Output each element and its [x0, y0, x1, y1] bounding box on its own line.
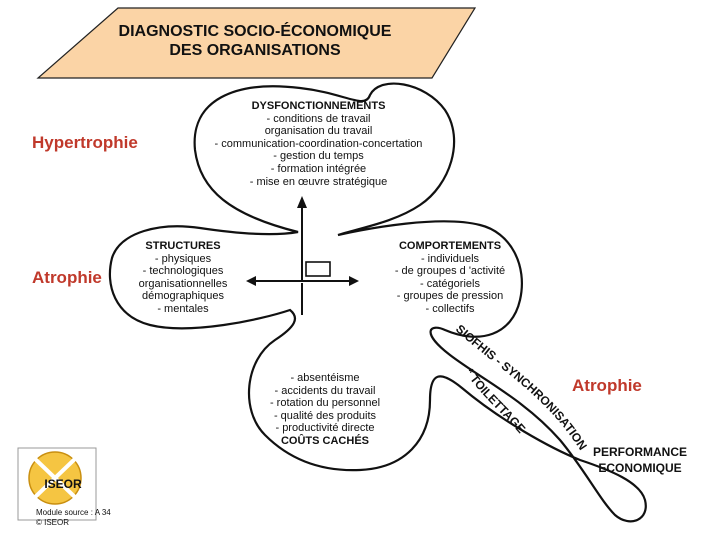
performance-line-2: ECONOMIQUE [598, 461, 682, 475]
iseor-logo-text: ISEOR [44, 477, 82, 491]
title-line-1: DIAGNOSTIC SOCIO-ÉCONOMIQUE [118, 23, 392, 40]
label-hypertrophie: Hypertrophie [32, 133, 138, 152]
couts-caches-block: - absentéisme - accidents du travail - r… [255, 372, 395, 448]
couts-item: - qualité des produits [273, 409, 377, 422]
dys-item: - communication-coordination-concertatio… [214, 137, 423, 150]
copyright: © ISEOR [36, 518, 70, 527]
module-source: Module source : A 34 [36, 508, 111, 517]
structures-block: STRUCTURES - physiques - technologiques … [118, 240, 248, 316]
couts-item: - productivité directe [275, 422, 375, 435]
couts-item: - accidents du travail [274, 384, 376, 397]
arrow-up-head [297, 196, 307, 208]
structures-item: - physiques [154, 252, 212, 265]
performance-label: PERFORMANCE ECONOMIQUE [580, 444, 700, 476]
couts-item: - absentéisme [290, 372, 360, 384]
comportements-item: - individuels [420, 252, 480, 265]
dys-item: - conditions de travail [266, 112, 371, 125]
structures-item: organisationnelles [138, 277, 228, 290]
structures-item: - mentales [157, 302, 209, 315]
page-title: DIAGNOSTIC SOCIO-ÉCONOMIQUE DES ORGANISA… [40, 22, 470, 60]
comportements-item: - de groupes d 'activité [394, 265, 506, 278]
comportements-heading: COMPORTEMENTS [398, 240, 502, 252]
dys-item: - gestion du temps [273, 150, 364, 163]
arrow-left-head [246, 276, 256, 286]
couts-caches-heading: COÛTS CACHÉS [280, 434, 369, 447]
flower-outline [108, 82, 647, 523]
comportements-item: - collectifs [425, 302, 475, 315]
label-atrophie-right: Atrophie [572, 376, 642, 395]
comportements-item: - catégoriels [420, 277, 480, 290]
arrow-right-head [349, 276, 359, 286]
title-line-2: DES ORGANISATIONS [169, 42, 341, 59]
structures-heading: STRUCTURES [145, 240, 221, 252]
logo-stroke-2 [30, 454, 80, 502]
center-node [305, 261, 331, 277]
label-atrophie-left: Atrophie [32, 268, 102, 287]
footer-credits: Module source : A 34 © ISEOR [36, 508, 111, 528]
dys-item: - formation intégrée [270, 162, 367, 175]
dys-item: organisation du travail [264, 125, 373, 138]
dysfonctionnements-block: DYSFONCTIONNEMENTS - conditions de trava… [196, 100, 441, 188]
comportements-item: - groupes de pression [396, 290, 504, 303]
comportements-block: COMPORTEMENTS - individuels - de groupes… [380, 240, 520, 316]
dys-item: - mise en œuvre stratégique [249, 175, 388, 188]
title-banner [36, 7, 477, 79]
dysfonctionnements-heading: DYSFONCTIONNEMENTS [251, 100, 386, 112]
structures-item: - technologiques [142, 265, 224, 278]
performance-line-1: PERFORMANCE [592, 445, 687, 459]
structures-item: démographiques [142, 290, 224, 303]
couts-item: - rotation du personnel [269, 397, 381, 410]
